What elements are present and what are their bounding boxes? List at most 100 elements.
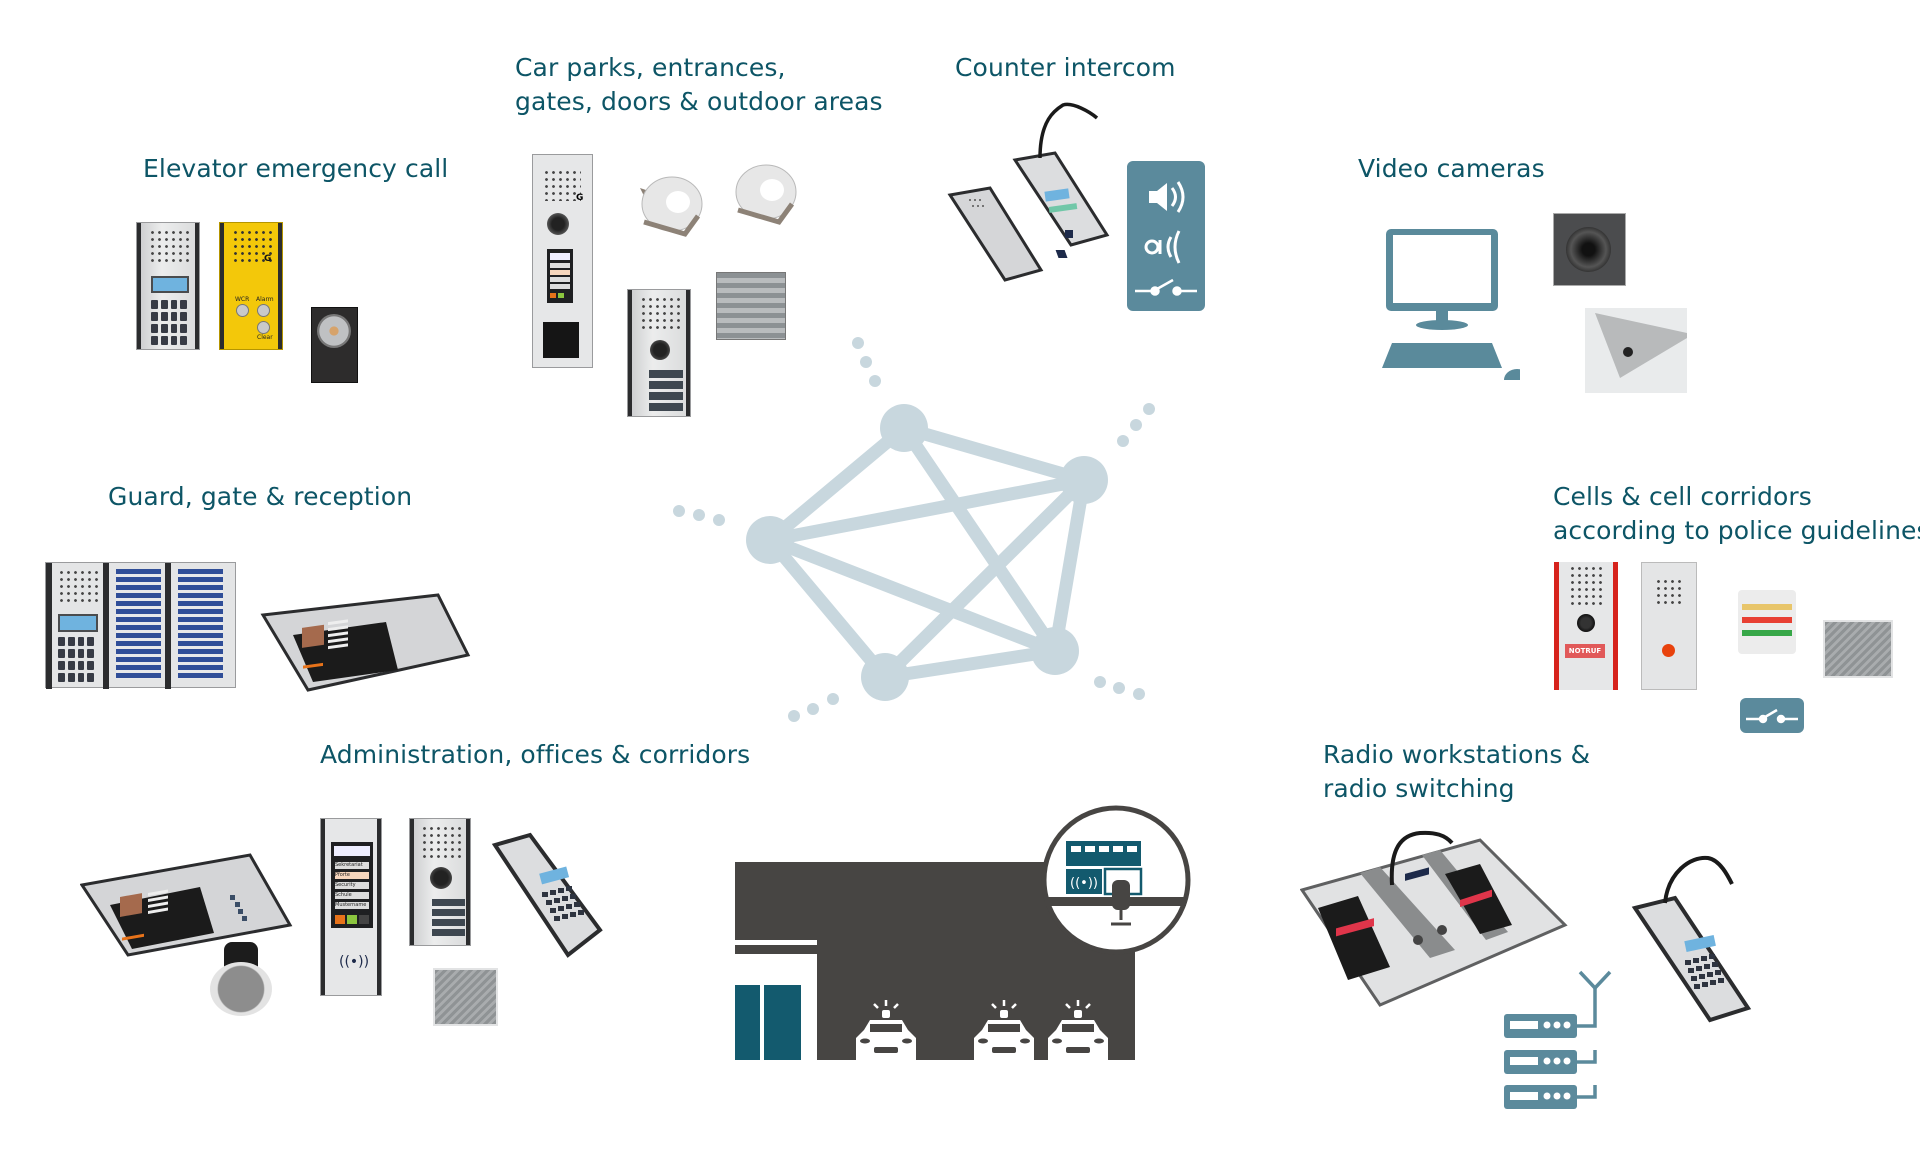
switch-icon — [1746, 708, 1798, 724]
network-dot — [852, 337, 864, 349]
door-station-screen — [547, 249, 573, 303]
monitor-icon — [1382, 229, 1520, 380]
network-dot — [860, 356, 872, 368]
gooseneck-microphone — [1389, 830, 1454, 886]
screen-item: Sekretariat — [335, 862, 369, 869]
camera-lens — [547, 213, 569, 235]
counter-desk-unit-left — [947, 186, 1068, 282]
wcr-label: WCR — [235, 296, 250, 303]
cells-title-line-2: according to police guidelines — [1553, 516, 1920, 545]
mouse-icon — [1504, 369, 1520, 380]
entrance-door-left — [735, 985, 760, 1060]
radio-server-antenna — [1504, 970, 1612, 1109]
counter-feature-icon-panel — [1127, 161, 1205, 311]
dome-camera — [1553, 213, 1626, 286]
guard-keypad-expansion-station — [45, 562, 236, 689]
elevator-keypad-intercom — [136, 222, 200, 350]
cells-title-line-1: Cells & cell corridors — [1553, 482, 1812, 511]
admin-wall-loudspeaker — [433, 968, 498, 1026]
speaker-icon — [1149, 181, 1185, 213]
network-link — [763, 473, 1091, 547]
server-icon — [1504, 1014, 1577, 1109]
screen-item: Security — [335, 882, 369, 889]
clear-label: Clear — [257, 334, 273, 341]
network-link — [897, 421, 1062, 658]
car-parks-title-line-1: Car parks, entrances, — [515, 53, 786, 82]
network-link — [878, 644, 1062, 684]
outdoor-video-door-station: G — [532, 154, 593, 368]
rfid-icon — [1066, 869, 1102, 894]
admin-touch-door-station: Sekretariat Pforte Security Schule Muste… — [320, 818, 382, 996]
video-image — [302, 624, 324, 648]
name-buttons — [419, 899, 465, 941]
network-link — [763, 421, 911, 547]
radio-desk-keypad-unit — [1631, 855, 1752, 1023]
camera-lens — [430, 867, 452, 889]
keyboard-icon — [1382, 343, 1502, 368]
screen-item: Mustername — [335, 902, 369, 909]
radio-desk-workstation — [1300, 830, 1568, 1007]
admin-touch-desk-console — [80, 853, 293, 957]
network-dot — [693, 509, 705, 521]
elevator-yellow-emergency-panel: G WCR Alarm Clear — [219, 222, 283, 350]
network-dot — [807, 703, 819, 715]
office-chair-icon — [1112, 880, 1130, 910]
admin-video-door-station — [409, 818, 471, 946]
corner-camera — [1585, 308, 1687, 393]
network-node-bottom-left — [861, 653, 909, 701]
network-dot — [1130, 419, 1142, 431]
network-link — [878, 473, 1091, 684]
network-nodes — [673, 337, 1155, 722]
signal-light — [1738, 590, 1796, 654]
car-parks-title: Car parks, entrances, gates, doors & out… — [515, 51, 883, 119]
police-car-icon — [856, 1000, 916, 1060]
wcr-button — [236, 304, 249, 317]
weatherproof-loudspeaker — [716, 272, 786, 340]
administration-title: Administration, offices & corridors — [320, 740, 751, 769]
microphone-icon — [1144, 230, 1181, 264]
rfid-icon: ((•)) — [339, 954, 370, 970]
screen-item: Pforte — [335, 872, 369, 879]
horn-speaker-2 — [735, 164, 797, 225]
network-links — [763, 421, 1091, 684]
gooseneck-microphone — [1663, 855, 1734, 904]
horn-speaker-1 — [640, 176, 703, 237]
counter-intercom-title: Counter intercom — [955, 53, 1176, 82]
counter-intercom-devices — [947, 102, 1110, 282]
network-node-bottom-right — [1031, 627, 1079, 675]
g-logo: G — [576, 193, 584, 203]
counter-feature-icons — [1135, 181, 1197, 296]
button-expansion-module-2 — [178, 569, 223, 679]
door-station-screen: Sekretariat Pforte Security Schule Muste… — [331, 842, 373, 928]
entrance-canopy — [735, 945, 817, 954]
entrance-door-right — [764, 985, 801, 1060]
network-link — [763, 533, 1062, 658]
g-logo: G — [264, 254, 272, 264]
card-reader — [543, 322, 579, 358]
elevator-emergency-call-title: Elevator emergency call — [143, 154, 449, 183]
network-dot — [1094, 676, 1106, 688]
network-dot — [827, 693, 839, 705]
antenna-icon — [1577, 970, 1612, 1099]
gooseneck-microphone — [1038, 102, 1099, 159]
control-room-inset: ((•)) — [1041, 805, 1191, 955]
admin-desk-keypad-unit — [491, 832, 603, 958]
video-cameras-title: Video cameras — [1358, 154, 1545, 183]
radio-title-line-2: radio switching — [1323, 774, 1515, 803]
cell-loudspeaker — [1823, 620, 1893, 678]
button-expansion-module-1 — [116, 569, 161, 679]
alarm-button — [257, 304, 270, 317]
network-dot — [1143, 403, 1155, 415]
network-dot — [1113, 682, 1125, 694]
network-link — [897, 421, 1091, 487]
network-node-right — [1060, 456, 1108, 504]
cell-emergency-call-station: NOTRUF — [1554, 562, 1618, 690]
notruf-button: NOTRUF — [1565, 644, 1605, 658]
clear-button — [257, 321, 270, 334]
network-dot — [788, 710, 800, 722]
camera-lens — [1623, 347, 1633, 357]
control-console-top — [1066, 841, 1141, 866]
police-car-icon — [974, 1000, 1034, 1060]
